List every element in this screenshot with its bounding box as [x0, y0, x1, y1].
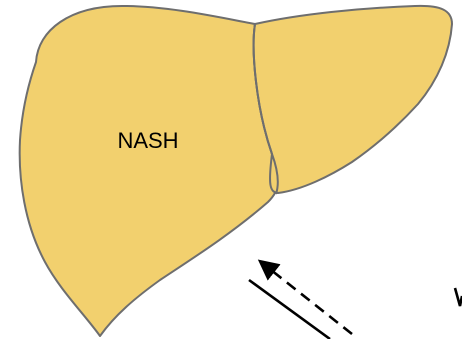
arrows-group [249, 266, 462, 339]
liver-label: NASH [117, 128, 178, 153]
liver-illustration: NASH [20, 6, 452, 336]
partial-arrow-mark [455, 288, 462, 306]
liver-large-lobe [20, 6, 279, 336]
solid-line [249, 280, 330, 339]
liver-small-lobe [254, 6, 452, 193]
